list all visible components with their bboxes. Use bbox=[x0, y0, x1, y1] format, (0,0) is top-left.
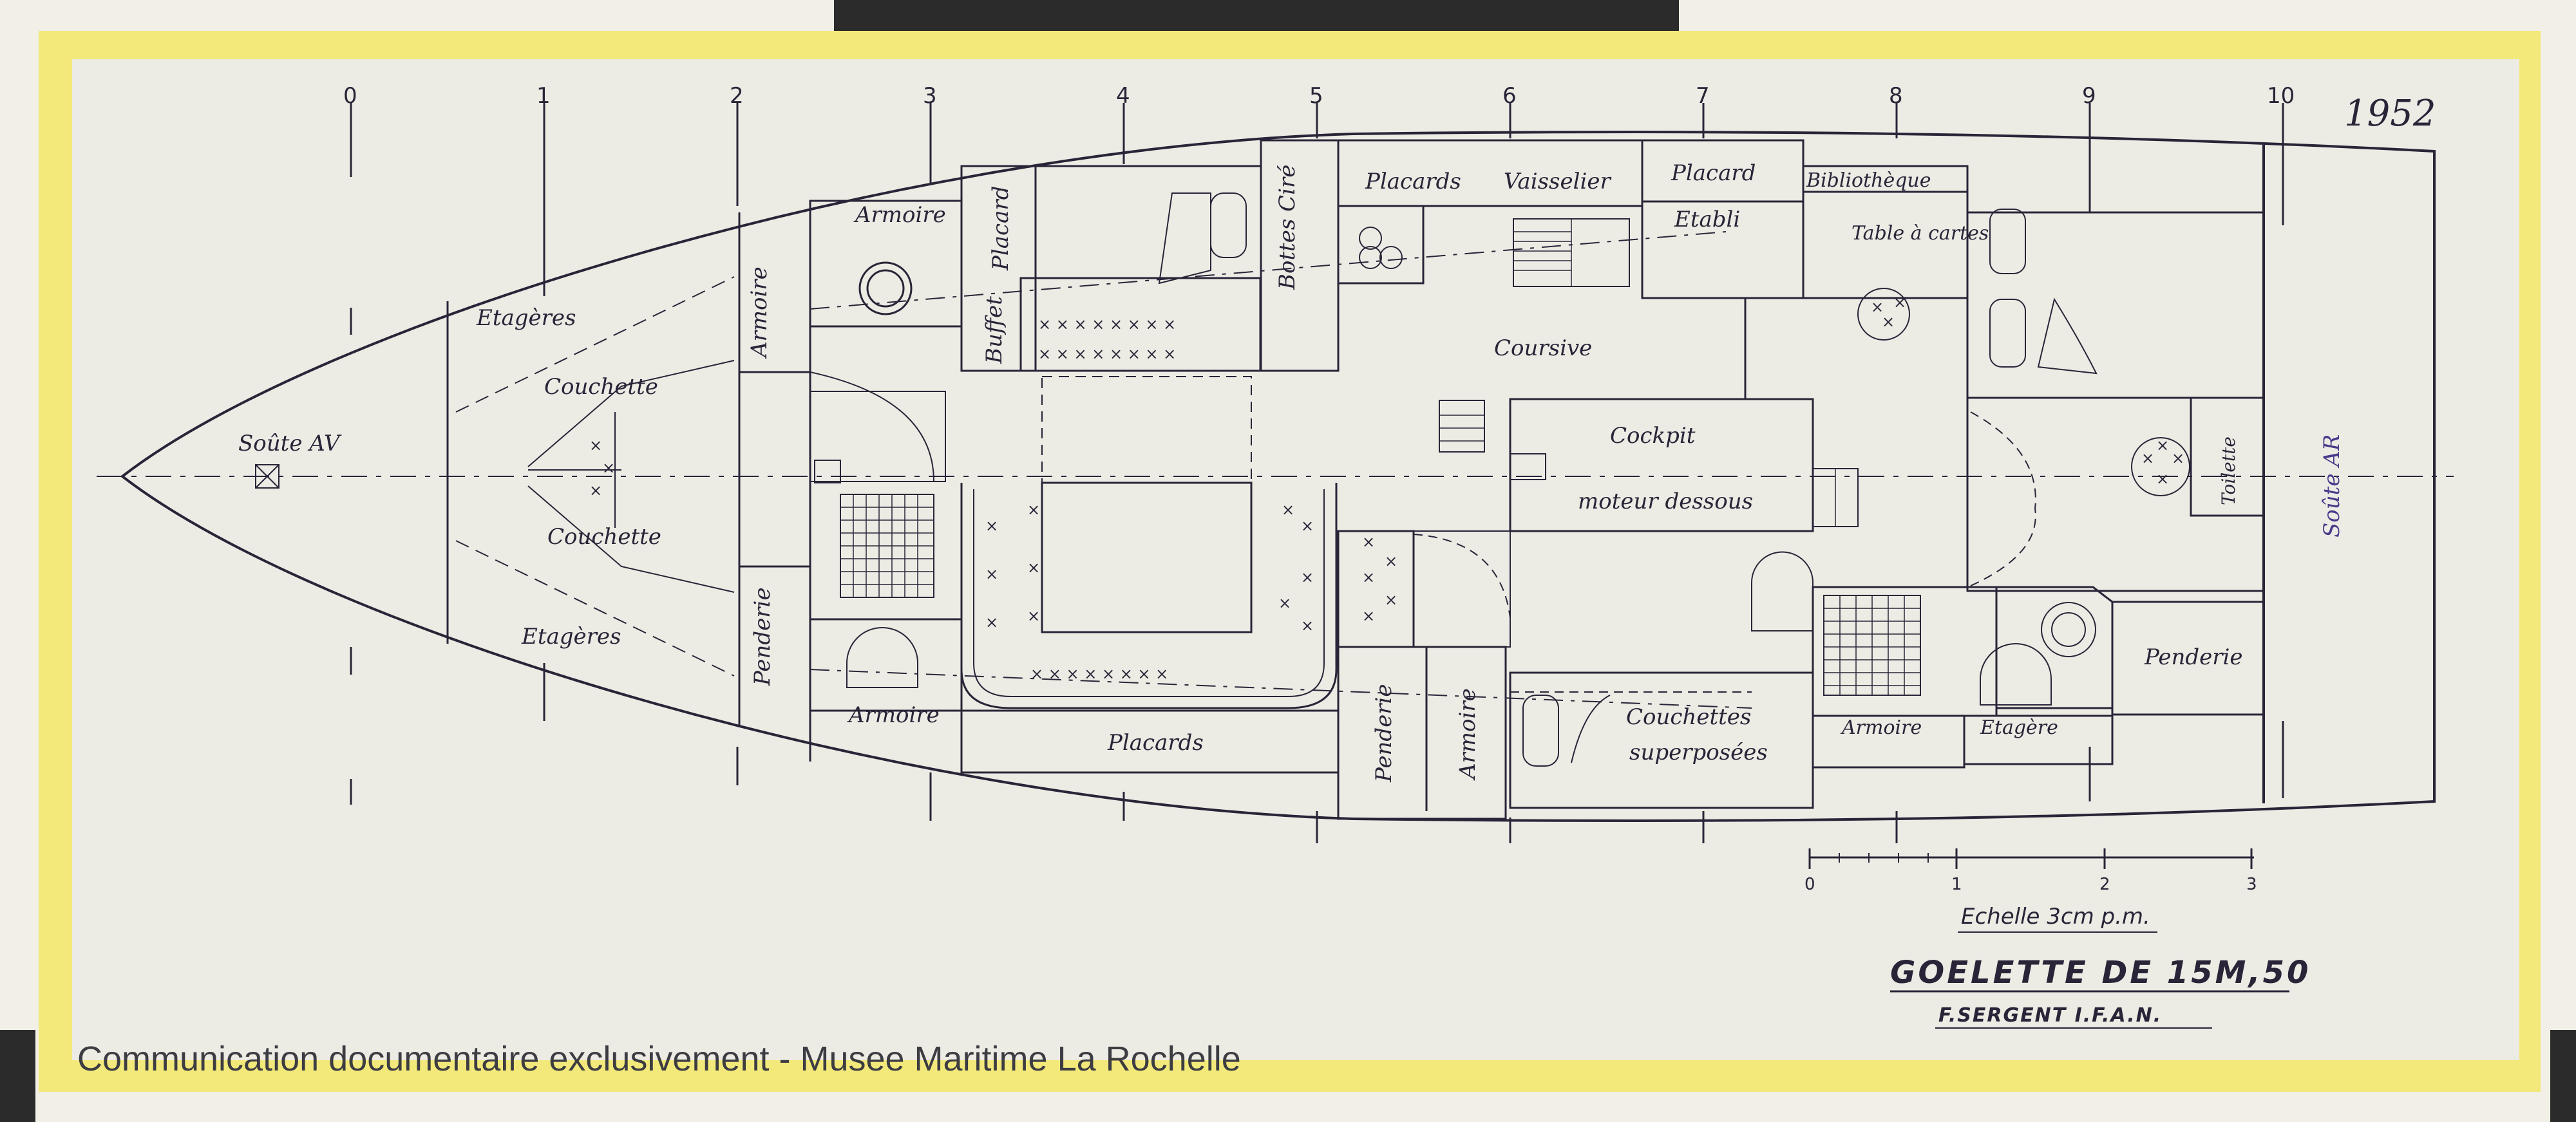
svg-text:×: × bbox=[2172, 449, 2184, 467]
label-armoire-fwd: Armoire bbox=[746, 266, 772, 359]
cushion-marks: × × × × × × × × × × × × × × × × ××× ××× … bbox=[589, 294, 2184, 683]
svg-text:×: × bbox=[589, 482, 602, 500]
label-etagere-aft: Etagère bbox=[1980, 716, 2058, 739]
label-buffet: Buffet bbox=[981, 296, 1007, 364]
station-number: 3 bbox=[923, 83, 937, 109]
scale-numbers: 0 1 2 3 bbox=[1804, 875, 2257, 894]
copyright-caption: Communication documentaire exclusivement… bbox=[77, 1040, 1241, 1078]
label-etabli: Etabli bbox=[1674, 207, 1740, 232]
plan-linework bbox=[97, 103, 2454, 843]
paper-sheet bbox=[72, 59, 2519, 1060]
label-soute-ar: Soûte AR bbox=[2319, 435, 2345, 538]
label-placard-top2: Placard bbox=[1671, 160, 1756, 186]
room-labels: Soûte AV Etagères Couchette Couchette Et… bbox=[238, 160, 2345, 783]
svg-text:×: × bbox=[1027, 607, 1040, 625]
svg-text:×: × bbox=[1362, 568, 1375, 586]
svg-text:×: × bbox=[2156, 436, 2169, 454]
label-table-a-cartes: Table à cartes bbox=[1852, 222, 1989, 245]
label-placards-top: Placards bbox=[1365, 169, 1461, 194]
station-number: 10 bbox=[2267, 83, 2295, 109]
label-superposees: superposées bbox=[1629, 740, 1768, 765]
svg-text:×: × bbox=[602, 459, 615, 477]
label-toilette: Toilette bbox=[2218, 436, 2239, 505]
label-penderie-fwd: Penderie bbox=[750, 587, 775, 686]
svg-text:×: × bbox=[589, 436, 602, 454]
station-number: 6 bbox=[1502, 83, 1517, 109]
svg-text:× × × × × × × ×: × × × × × × × × bbox=[1038, 315, 1176, 333]
label-penderie-mid: Penderie bbox=[1371, 684, 1397, 783]
label-armoire-top: Armoire bbox=[853, 202, 946, 228]
svg-text:× × × × × × × ×: × × × × × × × × bbox=[1030, 665, 1168, 683]
drawing-author: F.SERGENT I.F.A.N. bbox=[1938, 1004, 2162, 1027]
label-etageres-top: Etagères bbox=[476, 305, 576, 331]
svg-text:×: × bbox=[1362, 533, 1375, 551]
scale-tick-label: 2 bbox=[2099, 875, 2110, 894]
station-number: 4 bbox=[1116, 83, 1130, 109]
svg-text:×: × bbox=[985, 613, 998, 631]
drawing-title: GOELETTE DE 15M,50 bbox=[1890, 955, 2311, 991]
svg-text:× × × × × × × ×: × × × × × × × × bbox=[1038, 345, 1176, 363]
svg-text:×: × bbox=[1385, 552, 1397, 570]
svg-text:×: × bbox=[1301, 568, 1314, 586]
station-number: 9 bbox=[2082, 83, 2096, 109]
year-annotation: 1952 bbox=[2344, 93, 2436, 135]
binder-clip-left bbox=[0, 1030, 35, 1122]
station-numbers: 0 1 2 3 4 5 6 7 8 9 10 bbox=[343, 83, 2295, 109]
station-number: 0 bbox=[343, 83, 357, 109]
binder-clip-right bbox=[2550, 1030, 2576, 1122]
svg-text:×: × bbox=[985, 517, 998, 535]
svg-text:×: × bbox=[1282, 501, 1294, 519]
label-armoire-aft: Armoire bbox=[1840, 716, 1922, 739]
svg-text:×: × bbox=[1362, 607, 1375, 625]
label-couchettes: Couchettes bbox=[1626, 704, 1751, 730]
svg-text:×: × bbox=[1893, 294, 1906, 312]
svg-text:×: × bbox=[2156, 470, 2169, 488]
svg-text:×: × bbox=[985, 565, 998, 583]
label-couchette-bottom: Couchette bbox=[547, 524, 661, 550]
svg-text:×: × bbox=[1385, 591, 1397, 609]
svg-text:×: × bbox=[1027, 559, 1040, 577]
label-penderie-aft: Penderie bbox=[2144, 644, 2243, 670]
station-number: 2 bbox=[730, 83, 744, 109]
svg-text:×: × bbox=[1871, 298, 1884, 316]
svg-text:×: × bbox=[1278, 594, 1291, 612]
label-armoire-bottom: Armoire bbox=[847, 702, 940, 728]
svg-text:×: × bbox=[1301, 517, 1314, 535]
label-etageres-bottom: Etagères bbox=[521, 624, 621, 650]
scale-tick-label: 0 bbox=[1804, 875, 1815, 894]
label-vaisselier: Vaisselier bbox=[1504, 169, 1611, 194]
label-bibliotheque: Bibliothèque bbox=[1806, 169, 1931, 192]
svg-text:×: × bbox=[2141, 449, 2154, 467]
label-soute-av: Soûte AV bbox=[238, 431, 342, 456]
label-moteur-dessous: moteur dessous bbox=[1578, 489, 1753, 514]
station-number: 1 bbox=[536, 83, 551, 109]
scale-bar bbox=[1808, 848, 2254, 869]
label-placards-bottom: Placards bbox=[1107, 730, 1204, 756]
label-couchette-top: Couchette bbox=[544, 374, 658, 400]
scale-label: Echelle 3cm p.m. bbox=[1961, 904, 2150, 930]
svg-text:×: × bbox=[1301, 617, 1314, 635]
label-placard-top: Placard bbox=[988, 186, 1014, 271]
svg-text:×: × bbox=[1027, 501, 1040, 519]
label-armoire-mid: Armoire bbox=[1455, 688, 1481, 781]
label-cockpit: Cockpit bbox=[1610, 423, 1696, 449]
station-number: 5 bbox=[1309, 83, 1323, 109]
scale-tick-label: 3 bbox=[2246, 875, 2257, 894]
label-bottes-cire: Bottes Ciré bbox=[1274, 165, 1300, 290]
label-coursive: Coursive bbox=[1494, 335, 1592, 361]
station-number: 8 bbox=[1889, 83, 1903, 109]
station-number: 7 bbox=[1696, 83, 1710, 109]
svg-text:×: × bbox=[1882, 313, 1895, 331]
scale-tick-label: 1 bbox=[1951, 875, 1962, 894]
